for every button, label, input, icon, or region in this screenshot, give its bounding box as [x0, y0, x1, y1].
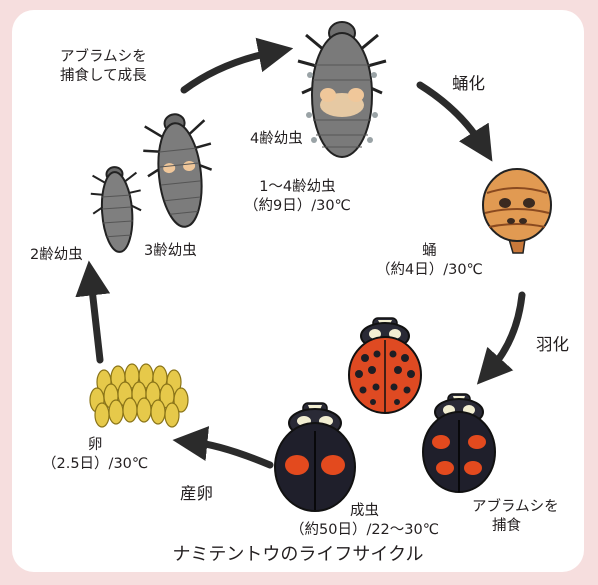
oviposition-label: 産卵 — [180, 484, 213, 503]
arrow-oviposition — [192, 442, 270, 465]
larva-3rd-instar — [140, 111, 219, 230]
egg-label: 卵 （2.5日）/30℃ — [42, 436, 148, 474]
adult-red-spotted — [349, 318, 421, 413]
adult-black-two-spot — [275, 403, 355, 511]
growth-label: アブラムシを 捕食して成長 — [60, 48, 147, 86]
pupa-label: 蛹 （約4日）/30℃ — [376, 242, 483, 280]
larva2-label: 2齢幼虫 — [30, 246, 83, 265]
larva3-label: 3齢幼虫 — [144, 242, 197, 261]
larva-period-label: 1〜4齢幼虫 （約9日）/30℃ — [244, 178, 351, 216]
adult-label: 成虫 （約50日）/22〜30℃ — [290, 502, 439, 540]
larva4-label: 4齢幼虫 — [250, 130, 303, 149]
arrow-emergence — [490, 295, 522, 370]
emergence-label: 羽化 — [536, 335, 569, 354]
pupa — [483, 169, 551, 253]
predation-label: アブラムシを 捕食 — [472, 498, 559, 536]
larva-2nd-instar — [89, 165, 145, 253]
lifecycle-panel: アブラムシを 捕食して成長 4齢幼虫 1〜4齢幼虫 （約9日）/30℃ 2齢幼虫… — [12, 10, 584, 572]
arrow-pupation — [420, 85, 482, 145]
arrow-growth — [184, 52, 274, 90]
pupation-label: 蛹化 — [452, 74, 485, 93]
arrow-hatch — [91, 280, 100, 360]
larva-4th-instar — [298, 22, 386, 157]
egg-cluster — [90, 364, 188, 427]
lifecycle-illustration — [12, 10, 584, 572]
adult-black-four-spot — [423, 394, 495, 492]
diagram-title: ナミテントウのライフサイクル — [12, 540, 584, 566]
